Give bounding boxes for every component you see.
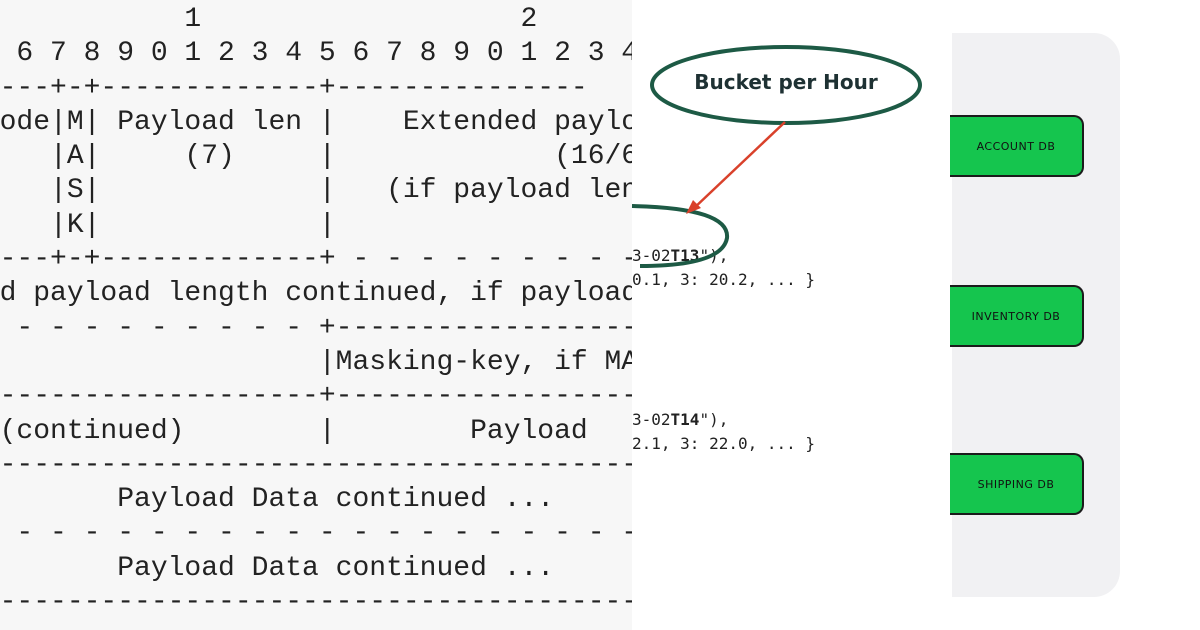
pointer-arrowhead bbox=[686, 200, 701, 214]
shipping-db-box: SHIPPING DB bbox=[950, 453, 1084, 515]
record-1-line-2: 0.1, 3: 20.2, ... } bbox=[632, 270, 816, 289]
bucket-label: Bucket per Hour bbox=[694, 70, 878, 94]
pointer-arrow bbox=[691, 121, 786, 211]
record-2-line-2: 2.1, 3: 22.0, ... } bbox=[632, 434, 816, 453]
account-db-box: ACCOUNT DB bbox=[950, 115, 1084, 177]
inventory-db-box: INVENTORY DB bbox=[950, 285, 1084, 347]
record-2-line-1: 3-02T14"), bbox=[632, 410, 729, 429]
websocket-frame-ascii-diagram: 1 2 5 6 7 8 9 0 1 2 3 4 5 6 7 8 9 0 1 2 … bbox=[0, 4, 632, 619]
ascii-frame-panel: 1 2 5 6 7 8 9 0 1 2 3 4 5 6 7 8 9 0 1 2 … bbox=[0, 4, 632, 619]
bucket-bubble bbox=[650, 45, 922, 125]
highlight-ellipse-arc bbox=[631, 204, 730, 268]
